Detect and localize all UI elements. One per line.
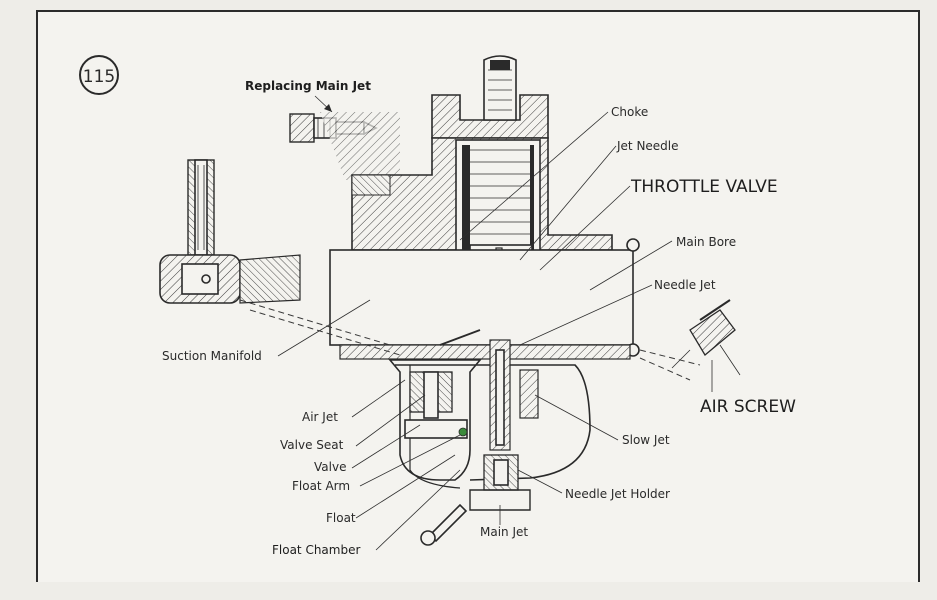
fuel-inlet-fitting (159, 159, 301, 304)
label-needle-jet-holder: Needle Jet Holder (565, 487, 670, 501)
label-valve: Valve (314, 460, 346, 474)
label-float-arm: Float Arm (292, 479, 350, 493)
air-passages (239, 299, 701, 381)
inset-replacing-main-jet: Replacing Main Jet (245, 79, 400, 180)
label-air-screw: AIR SCREW (700, 397, 796, 417)
label-needle-jet: Needle Jet (654, 278, 716, 292)
label-suction-manifold: Suction Manifold (162, 349, 262, 363)
label-main-jet: Main Jet (480, 525, 528, 539)
inset-title: Replacing Main Jet (245, 79, 371, 93)
label-jet-needle: Jet Needle (616, 139, 679, 153)
figure-number: 115 (83, 67, 115, 87)
label-valve-seat: Valve Seat (280, 438, 344, 452)
label-air-jet: Air Jet (302, 410, 338, 424)
label-float: Float (326, 511, 356, 525)
figure-number-badge: 115 (79, 55, 119, 95)
label-choke: Choke (611, 105, 648, 119)
air-screw-assembly (671, 299, 741, 376)
label-throttle-valve: THROTTLE VALVE (630, 177, 778, 197)
label-main-bore: Main Bore (676, 235, 736, 249)
carburetor-body (329, 55, 640, 546)
label-slow-jet: Slow Jet (622, 433, 670, 447)
float-valve-dot (458, 427, 468, 437)
leader-lines (277, 111, 713, 551)
label-float-chamber: Float Chamber (272, 543, 360, 557)
